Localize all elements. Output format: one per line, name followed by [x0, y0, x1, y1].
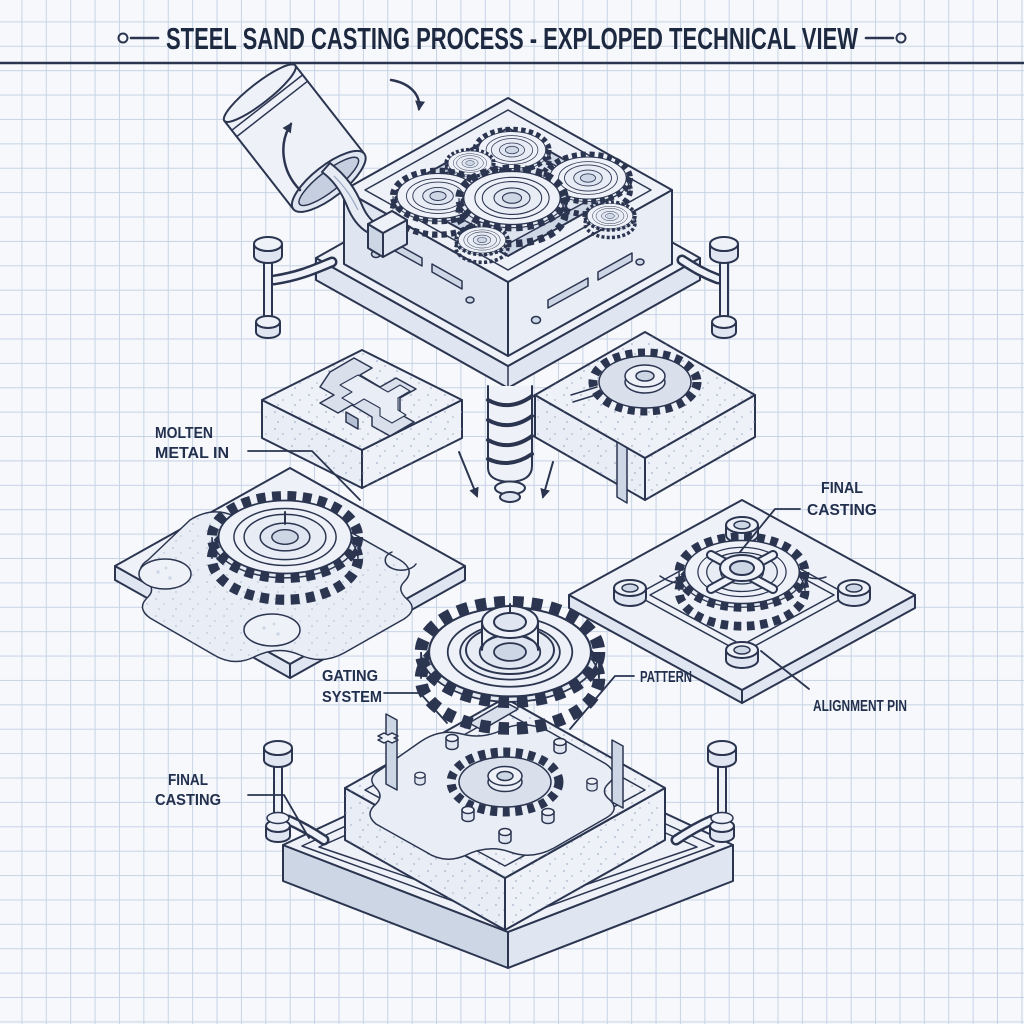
label-molten-metal-line2: METAL IN	[155, 445, 229, 462]
pouring-ladle	[222, 63, 426, 258]
leader-final-casting-bottom	[247, 794, 310, 839]
rotation-arrow-icon	[282, 122, 302, 192]
title-ornament-left-circle	[117, 32, 129, 44]
rotation-arrow-icon	[389, 78, 426, 111]
match-plate-right	[568, 499, 916, 704]
label-alignment-pin: ALIGNMENT PIN	[813, 698, 907, 715]
gear-imprint-sand-block	[534, 331, 756, 504]
flask-clamp-left	[253, 236, 338, 339]
page-title: STEEL SAND CASTING PROCESS - EXPLOPED TE…	[166, 21, 859, 56]
label-final-casting-bottom-line2: CASTING	[155, 792, 221, 809]
header: STEEL SAND CASTING PROCESS - EXPLOPED TE…	[0, 21, 1024, 65]
label-molten-metal-line1: MOLTEN	[155, 425, 213, 442]
label-gating-system-line1: GATING	[322, 668, 378, 685]
leader-pattern	[569, 675, 635, 730]
cope-flask	[315, 97, 701, 389]
label-pattern: PATTERN	[640, 669, 692, 686]
drag-mold	[282, 697, 734, 969]
leader-gating-system	[383, 692, 448, 724]
label-final-casting-top-line1: FINAL	[821, 480, 863, 497]
label-final-casting-top-line2: CASTING	[807, 502, 877, 519]
alignment-boss-pin	[725, 641, 759, 669]
alignment-boss	[613, 579, 647, 607]
pattern-plate-left	[114, 467, 466, 679]
pattern-gear-center	[421, 602, 599, 728]
leader-final-casting-top	[739, 508, 801, 553]
label-gating-system-line2: SYSTEM	[322, 689, 382, 706]
alignment-boss	[725, 516, 759, 544]
sprue-auger	[486, 385, 534, 503]
pour-basin	[367, 210, 408, 258]
label-final-casting-bottom-line1: FINAL	[168, 772, 208, 789]
cope-sand-block	[261, 349, 463, 489]
mold-clamp-left	[263, 740, 330, 846]
flow-arrow-icon	[540, 461, 554, 499]
flow-arrow-icon	[458, 451, 479, 498]
leader-alignment-pin	[760, 650, 810, 690]
flask-clamp-right	[676, 236, 739, 339]
leader-molten-metal	[247, 450, 361, 501]
alignment-boss	[837, 579, 871, 607]
title-ornament-right-circle	[895, 32, 907, 44]
mold-clamp-right	[670, 740, 737, 846]
